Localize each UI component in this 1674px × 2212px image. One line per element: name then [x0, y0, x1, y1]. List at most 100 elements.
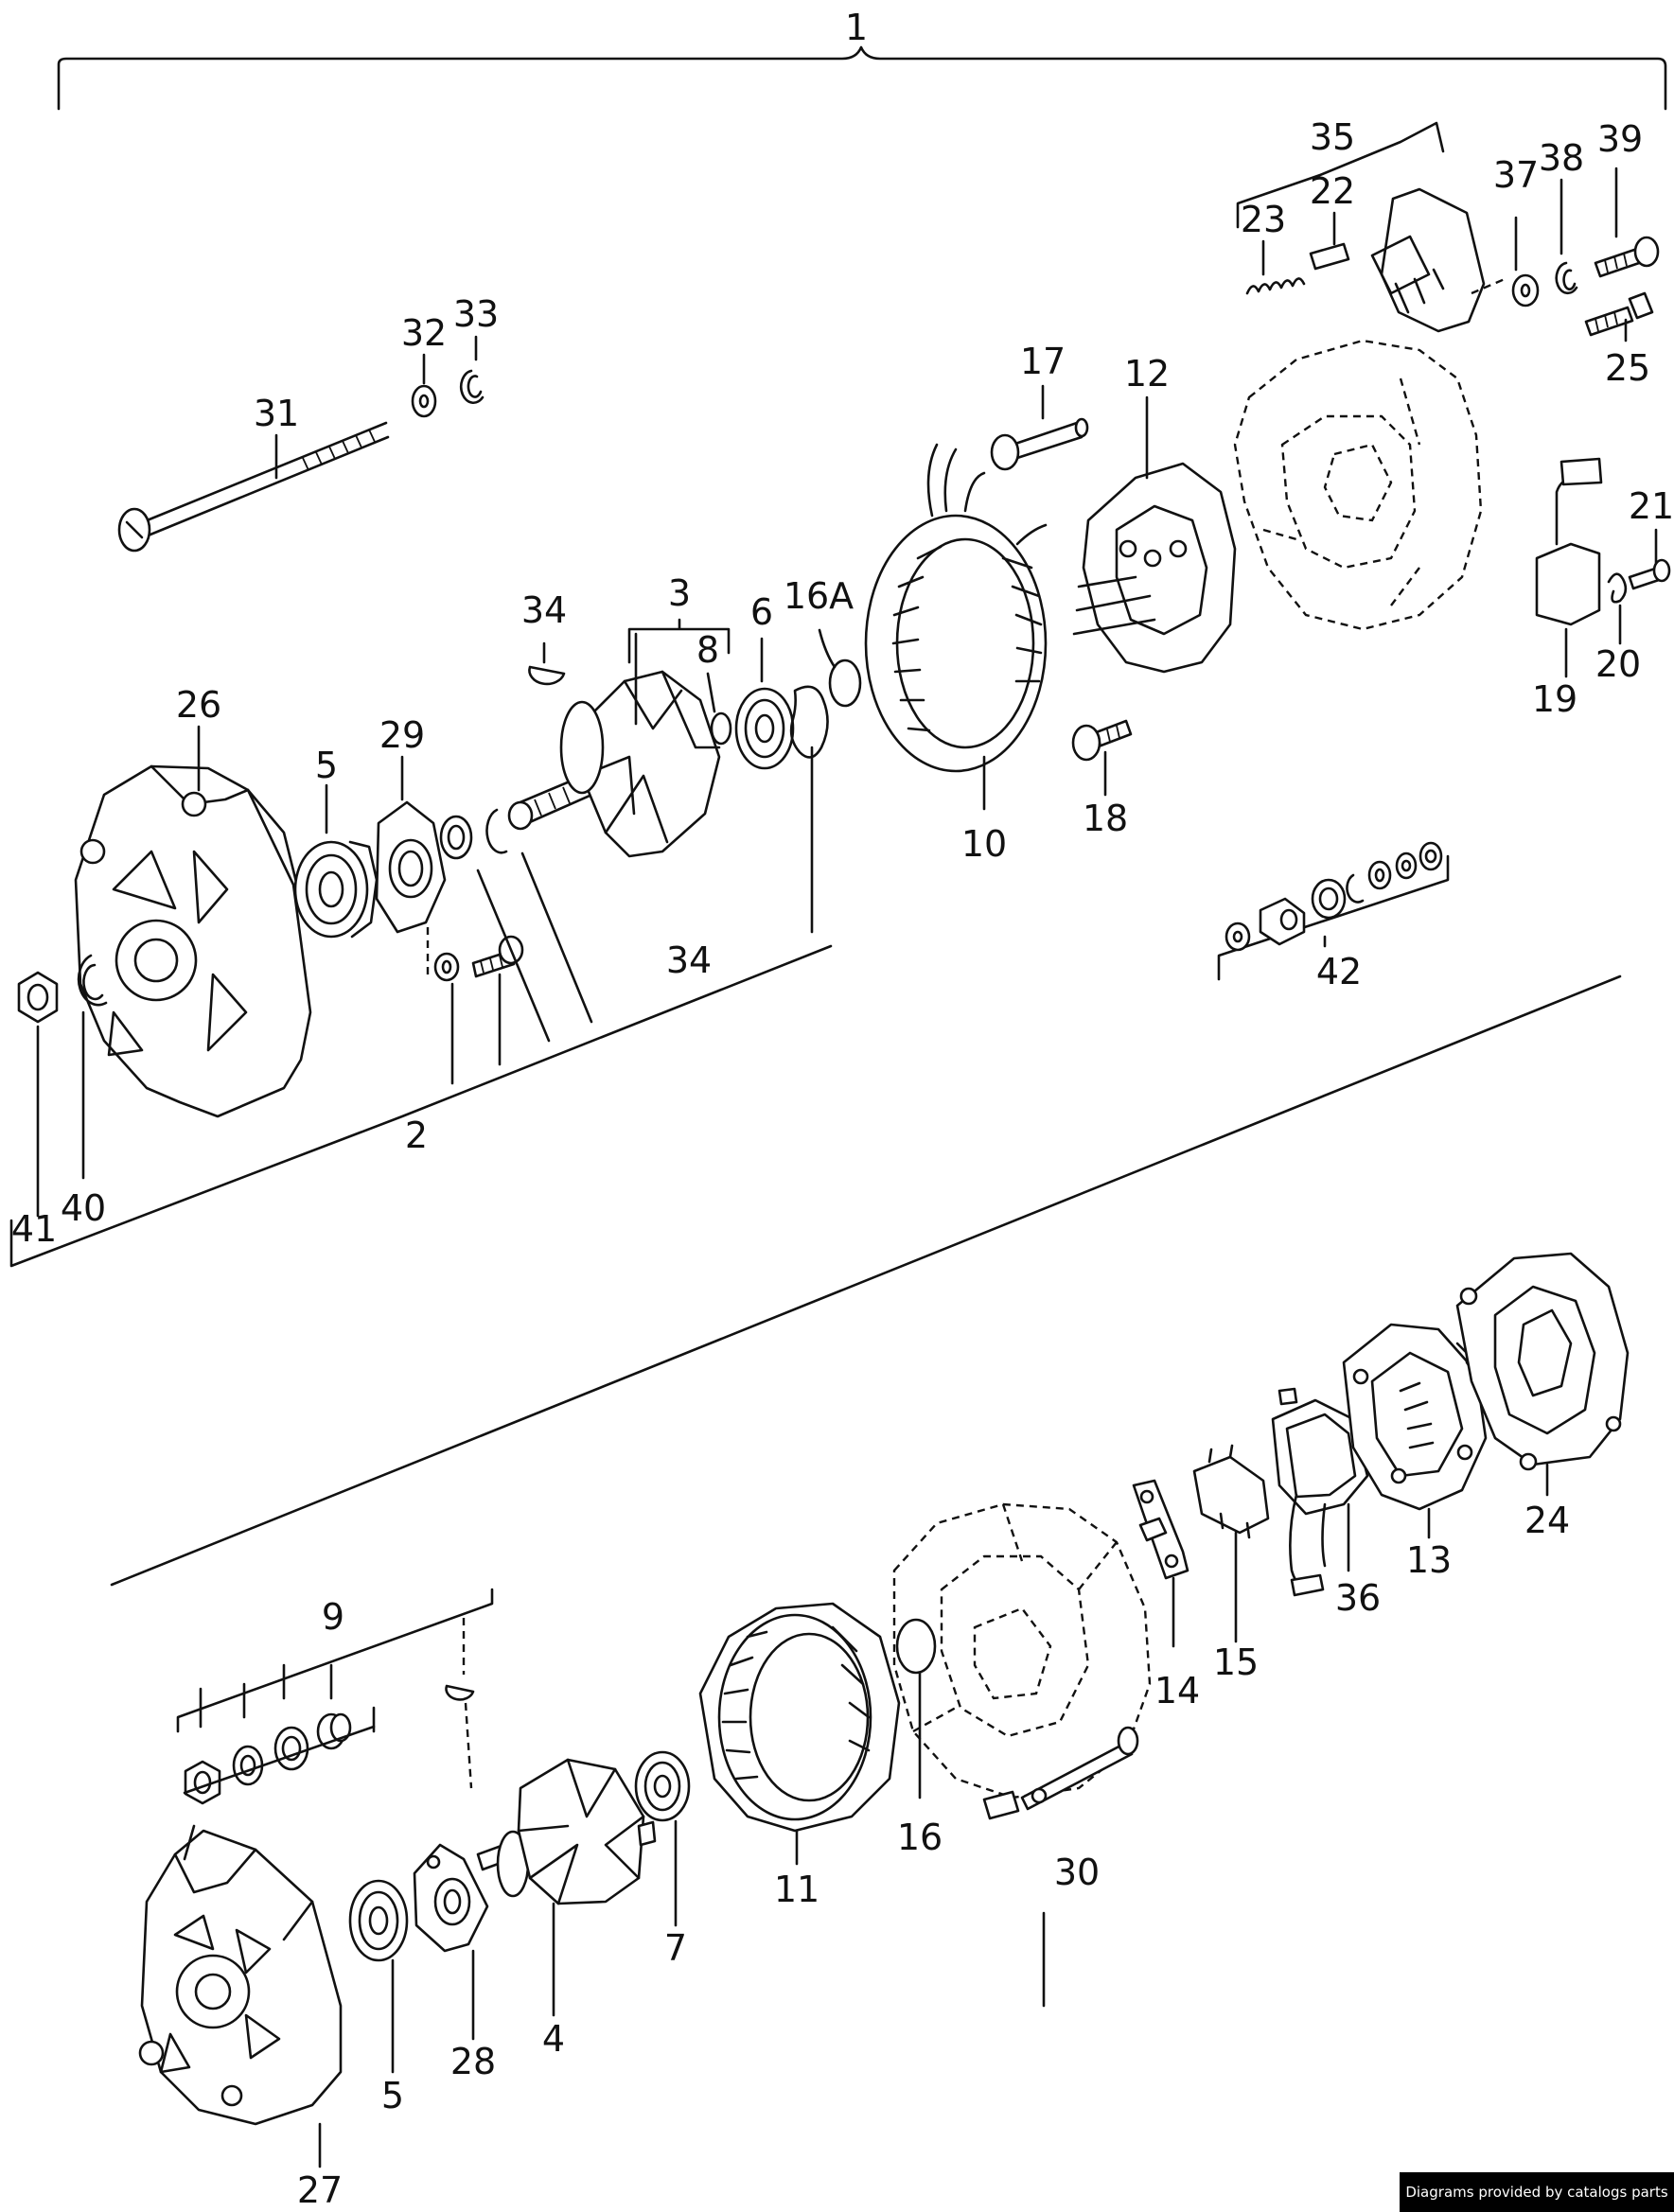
- circlip-33: [459, 369, 485, 405]
- label-25: 25: [1605, 347, 1650, 389]
- washer-9c: [273, 1726, 309, 1771]
- label-36: 36: [1335, 1577, 1381, 1619]
- bracket-1: [57, 45, 1667, 111]
- label-29: 29: [379, 714, 425, 756]
- label-9: 9: [322, 1596, 344, 1638]
- label-17: 17: [1020, 341, 1066, 382]
- label-16a: 16A: [784, 575, 854, 617]
- label-12: 12: [1124, 353, 1170, 395]
- label-20: 20: [1595, 643, 1641, 685]
- regulator-36: [1271, 1387, 1369, 1597]
- label-27: 27: [297, 2169, 343, 2211]
- o-ring-16: [895, 1618, 937, 1675]
- spring-washer-38: [1555, 261, 1578, 295]
- label-30: 30: [1054, 1852, 1100, 1893]
- screw-21: [1628, 558, 1671, 590]
- label-39: 39: [1597, 118, 1643, 160]
- washer-32: [411, 384, 437, 418]
- label-22: 22: [1310, 170, 1355, 212]
- footer-credit: Diagrams provided by catalogs parts: [1400, 2172, 1674, 2212]
- label-41: 41: [11, 1208, 57, 1250]
- o-ring-16a: [828, 658, 862, 708]
- clip-20: [1607, 572, 1628, 604]
- brush-22: [1309, 242, 1350, 271]
- wave-washer: [789, 685, 829, 759]
- stator-10: [864, 443, 1048, 773]
- label-40: 40: [61, 1187, 106, 1229]
- label-3: 3: [668, 572, 691, 614]
- part-labels: 1 2 3 4 5 5 6 7 8 9 10 11 12 13 14 15 16…: [11, 7, 1674, 2211]
- screw-39: [1594, 236, 1660, 278]
- suppressor-19: [1535, 457, 1603, 626]
- spring-23: [1245, 277, 1306, 295]
- label-15: 15: [1213, 1641, 1259, 1683]
- label-16: 16: [897, 1817, 943, 1858]
- bracket-2: [9, 944, 833, 1268]
- washer-29a: [433, 952, 460, 982]
- ball-bearing-5-upper: [293, 840, 379, 939]
- regulator-35: [1370, 187, 1506, 333]
- label-2: 2: [405, 1115, 428, 1156]
- section-divider: [110, 974, 1622, 1587]
- label-34-key: 34: [521, 589, 567, 631]
- bearing-plate-29: [375, 800, 447, 934]
- label-1: 1: [845, 7, 868, 48]
- woodruff-key-lower: [445, 1684, 475, 1701]
- label-6: 6: [750, 591, 773, 633]
- washer-37: [1511, 273, 1540, 307]
- stator-11: [698, 1602, 901, 1833]
- label-4: 4: [542, 2018, 565, 2060]
- ball-bearing-7: [634, 1750, 691, 1822]
- label-28: 28: [450, 2041, 496, 2082]
- rear-housing-dashed: [1233, 339, 1483, 631]
- bracket-35: [1236, 121, 1445, 229]
- bracket-14: [1132, 1479, 1189, 1580]
- label-5-upper: 5: [315, 745, 338, 786]
- spacer-ring: [439, 815, 473, 860]
- label-7: 7: [664, 1927, 687, 1969]
- label-18: 18: [1083, 798, 1128, 839]
- front-housing-26: [74, 764, 312, 1118]
- label-33: 33: [453, 293, 499, 335]
- rectifier-13: [1342, 1323, 1492, 1511]
- circlip-shaft: [485, 808, 508, 854]
- ball-bearing-5-lower: [348, 1879, 409, 1962]
- label-26: 26: [176, 684, 221, 726]
- label-23: 23: [1241, 199, 1286, 240]
- label-10: 10: [961, 823, 1007, 865]
- label-38: 38: [1539, 137, 1584, 179]
- washer-9b: [232, 1745, 264, 1786]
- bolt-18: [1071, 719, 1133, 762]
- rectifier-12: [1072, 462, 1237, 674]
- nut-41: [17, 971, 59, 1024]
- rotor-3: [507, 670, 721, 858]
- through-bolt-31: [117, 421, 390, 553]
- label-21: 21: [1629, 485, 1674, 527]
- bolt-30: [982, 1726, 1139, 1820]
- spring-washer-40: [77, 954, 108, 1007]
- brush-holder-15: [1192, 1444, 1270, 1539]
- label-31: 31: [254, 393, 299, 434]
- label-14: 14: [1154, 1670, 1200, 1712]
- label-32: 32: [401, 312, 447, 354]
- leader-lines: [197, 167, 1658, 2168]
- label-19: 19: [1532, 678, 1577, 720]
- ring-8: [710, 711, 732, 746]
- label-42: 42: [1316, 951, 1362, 992]
- rear-housing-dashed-lower: [892, 1502, 1152, 1799]
- woodruff-key-34: [528, 665, 566, 686]
- label-34-group: 34: [666, 939, 712, 981]
- screw-25: [1584, 291, 1654, 337]
- label-11: 11: [774, 1869, 819, 1910]
- ball-bearing-6: [734, 687, 795, 770]
- kit-42: [1217, 841, 1450, 981]
- rotor-4: [476, 1758, 657, 1905]
- label-24: 24: [1524, 1500, 1570, 1541]
- bolt-17: [990, 417, 1089, 471]
- bearing-plate-28: [413, 1843, 489, 1953]
- label-37: 37: [1493, 154, 1539, 196]
- front-housing-27: [138, 1824, 343, 2126]
- cover-24: [1455, 1252, 1630, 1471]
- label-8: 8: [696, 629, 719, 671]
